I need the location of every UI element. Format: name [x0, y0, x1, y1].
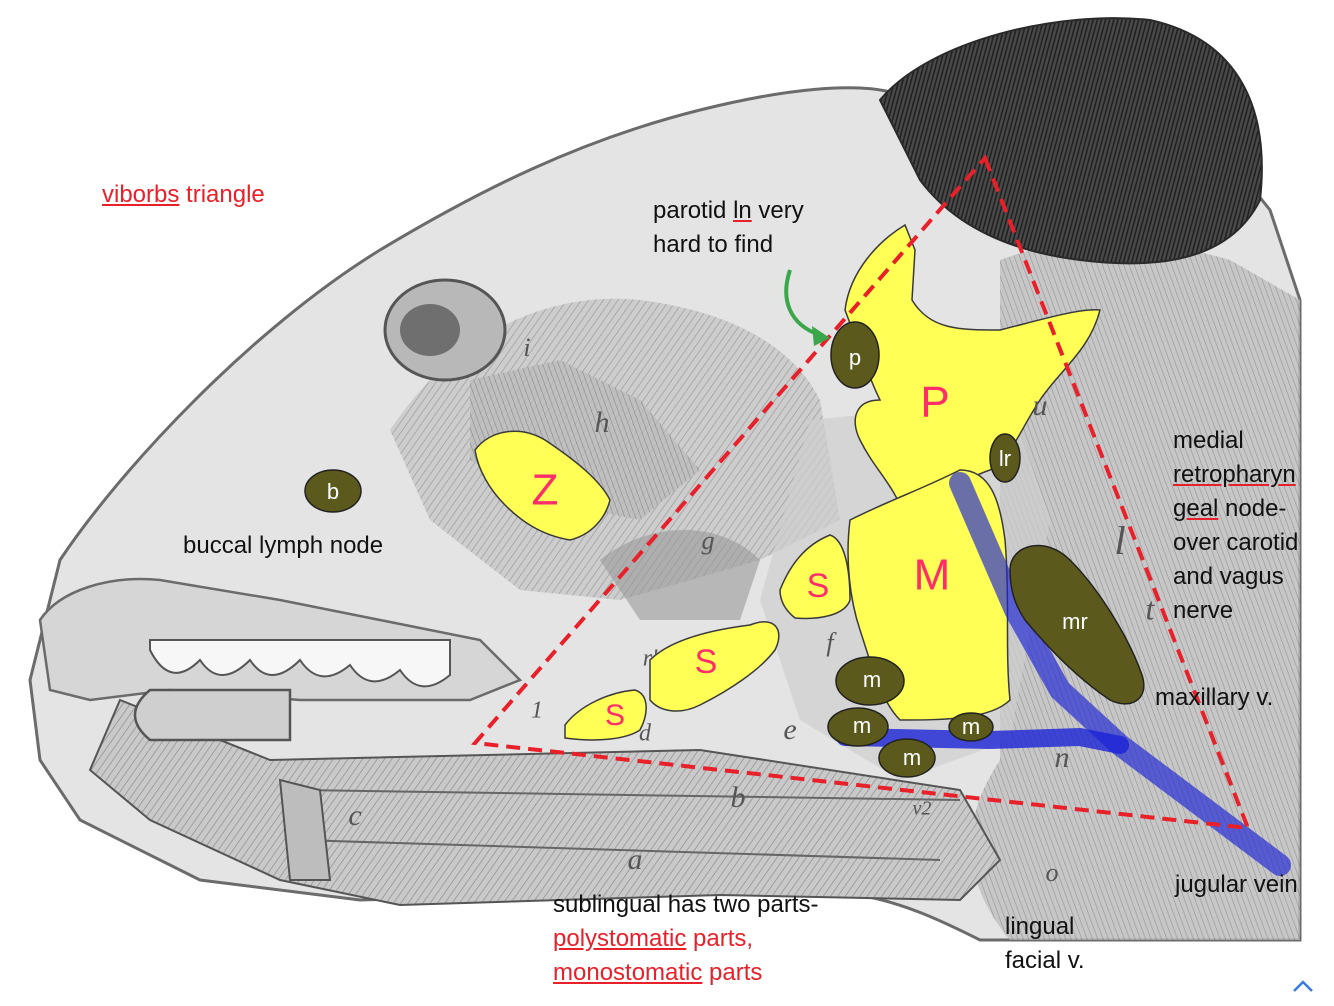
gland-label-M: M — [914, 551, 951, 600]
parotid-note-line-2: hard to find — [653, 231, 774, 258]
veins — [836, 472, 1291, 876]
title-underlined: viborbs — [102, 181, 180, 208]
parotid-node — [830, 321, 880, 389]
maxillary-vein — [949, 472, 1291, 876]
sublingual-gland-3 — [564, 689, 647, 741]
node-label-b: b — [327, 479, 339, 504]
mandibular-node-3 — [948, 712, 994, 742]
node-label-lr: lr — [999, 446, 1011, 471]
letter-u: u — [1033, 389, 1048, 422]
letter-e: e — [783, 713, 796, 746]
buccal-label: buccal lymph node — [183, 532, 384, 559]
letter-r1: r' — [643, 646, 658, 672]
parotid-gland — [844, 223, 1101, 516]
letter-a: a — [628, 843, 643, 876]
gland-label-S3: S — [605, 699, 625, 732]
maxillary-v-label: maxillary v. — [1155, 684, 1274, 711]
node-label-mr: mr — [1062, 609, 1088, 634]
viborg-triangle — [470, 154, 1252, 831]
node-label-m3: m — [962, 714, 980, 739]
node-label-p: p — [849, 345, 861, 370]
chevron-up-icon[interactable] — [1290, 976, 1316, 996]
letter-b2: b — [731, 781, 746, 814]
gland-label-S1: S — [807, 567, 830, 605]
letter-n: n — [1055, 741, 1070, 774]
letter-g: g — [702, 526, 715, 555]
lateral-retropharyngeal-node — [989, 433, 1021, 483]
sublingual-gland-2 — [649, 621, 780, 712]
buccal-node — [304, 469, 362, 513]
skull-illustration — [28, 17, 1302, 942]
sublingual-note: sublingual has two parts- polystomatic p… — [553, 891, 819, 986]
mandibular-node-1 — [835, 656, 905, 706]
node-label-m1: m — [863, 667, 881, 692]
node-label-m2: m — [853, 713, 871, 738]
anatomy-letters: i h g u l t c a b e f n o d v2 r' 1 — [348, 333, 1155, 887]
parotid-note-line-1: parotid ln very — [653, 197, 804, 224]
jugular-vein-path — [836, 727, 1129, 754]
letter-one: 1 — [531, 698, 543, 724]
letter-o: o — [1046, 858, 1059, 887]
medial-retropharyngeal-label: medial retropharyn geal node- over carot… — [1173, 427, 1299, 624]
lingual-facial-label: lingual facial v. — [1005, 913, 1085, 974]
letter-v2: v2 — [913, 798, 932, 820]
node-label-m4: m — [903, 745, 921, 770]
title-label: viborbs triangle — [102, 178, 265, 212]
zygomatic-gland — [474, 430, 611, 541]
mandibular-node-2 — [827, 707, 889, 747]
green-arrow — [784, 269, 830, 346]
title-rest: triangle — [179, 181, 265, 208]
letter-h: h — [595, 406, 610, 439]
letter-l: l — [1114, 518, 1125, 563]
letter-c: c — [348, 799, 361, 832]
parotid-note: parotid ln very hard to find — [653, 194, 804, 262]
letter-i: i — [523, 333, 530, 362]
letter-t: t — [1146, 590, 1156, 626]
letter-d: d — [639, 721, 652, 747]
lymph-nodes: b p lr mr m m m m — [304, 321, 1145, 778]
gland-label-P: P — [920, 378, 949, 427]
letter-f: f — [826, 628, 837, 657]
mandibular-node-4 — [878, 738, 936, 778]
medial-retropharyngeal-node — [1009, 544, 1145, 705]
sublingual-gland-1 — [779, 534, 851, 620]
gland-label-Z: Z — [532, 466, 559, 515]
gland-label-S2: S — [695, 643, 718, 681]
jugular-vein-label: jugular vein — [1175, 871, 1298, 898]
